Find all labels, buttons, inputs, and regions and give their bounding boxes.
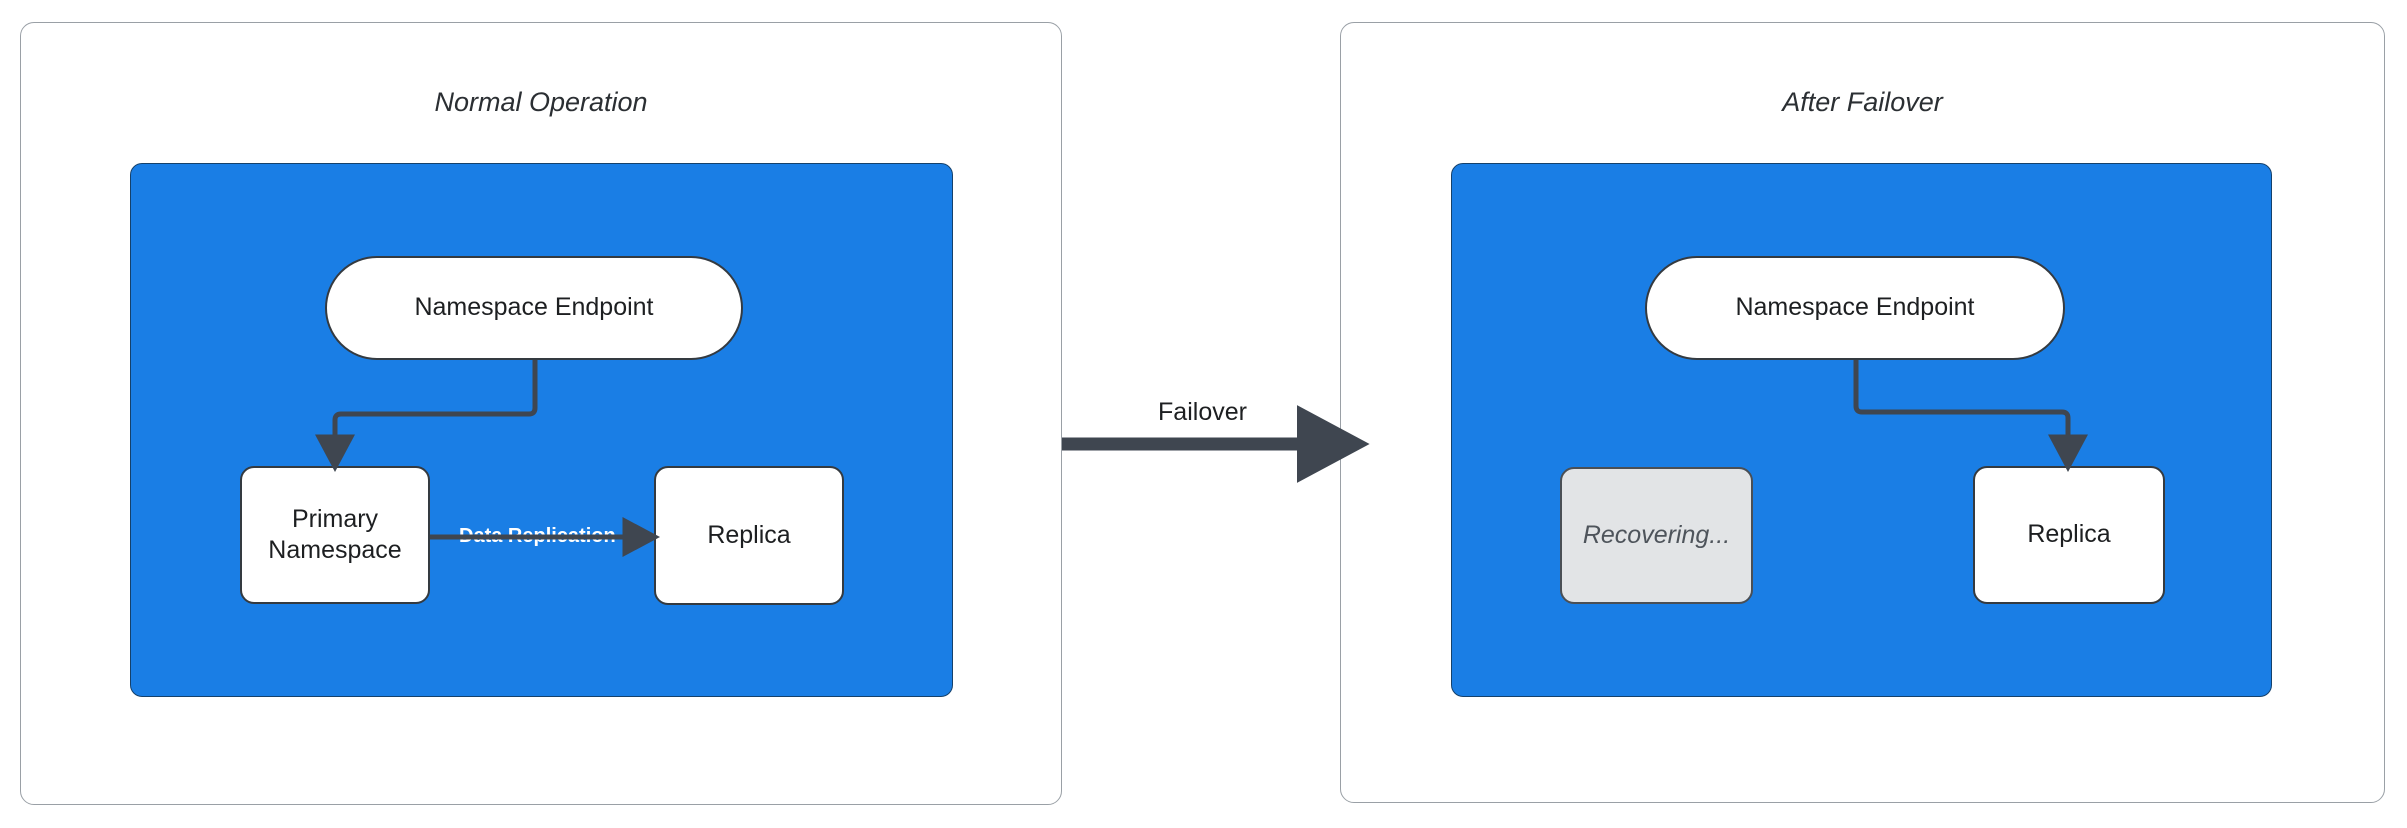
node-recovering[interactable]: Recovering...: [1560, 467, 1753, 604]
node-label: Namespace Endpoint: [414, 293, 654, 322]
node-primary-namespace[interactable]: Primary Namespace: [240, 466, 430, 604]
node-label: Namespace Endpoint: [1735, 293, 1975, 322]
node-label: Recovering...: [1582, 520, 1731, 549]
node-namespace-endpoint-right[interactable]: Namespace Endpoint: [1645, 256, 2065, 360]
region-after-failover: [1451, 163, 2272, 697]
node-label: Primary Namespace: [268, 504, 402, 564]
node-label: Replica: [2027, 520, 2111, 549]
region-normal-operation: [130, 163, 953, 697]
panel-title-normal-operation: Normal Operation: [434, 87, 648, 117]
transition-label-failover: Failover: [1158, 398, 1247, 426]
panel-title-after-failover: After Failover: [1782, 87, 1943, 117]
node-namespace-endpoint-left[interactable]: Namespace Endpoint: [325, 256, 743, 360]
node-replica-left[interactable]: Replica: [654, 466, 844, 605]
edge-label-data-replication: Data Replication: [459, 525, 616, 547]
node-label: Replica: [707, 520, 791, 549]
node-replica-right[interactable]: Replica: [1973, 466, 2165, 604]
